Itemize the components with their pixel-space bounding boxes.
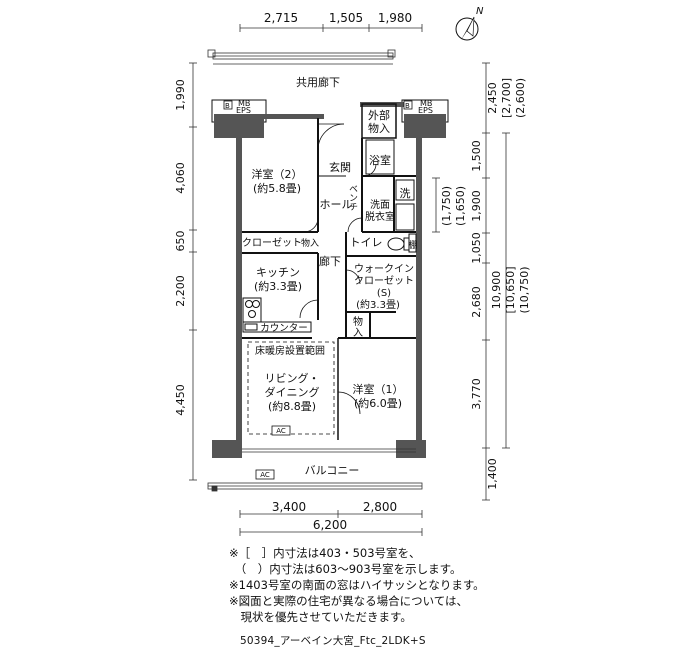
mb-eps-right: B MB EPS [403, 99, 433, 115]
right-dim-3: 1,900 [470, 190, 483, 222]
living-label-1: リビング・ [265, 371, 320, 385]
ac-label-1: AC [276, 427, 286, 435]
bottom-dim-2: 2,800 [363, 500, 397, 514]
wic-label-3: (S) [377, 288, 391, 299]
entrance-label: 玄関 [329, 160, 351, 174]
corridor2-label: 廊下 [319, 254, 341, 268]
toilet-label: トイレ [350, 236, 383, 249]
north-label: N [476, 6, 484, 17]
right-total: 10,900 [490, 271, 503, 310]
note-line-4: ※図面と実際の住宅が異なる場合については、 [229, 594, 469, 608]
top-dimension-line [239, 24, 423, 32]
bath-label: 浴室 [369, 153, 391, 167]
closet-label: クローゼット [242, 237, 302, 249]
ac-box-1 [271, 425, 291, 436]
top-dim-2: 1,505 [329, 11, 363, 25]
balcony [207, 448, 423, 492]
bottom-dim-1: 3,400 [272, 500, 306, 514]
bench-label: ベンチ [347, 184, 358, 211]
left-dim-5: 4,450 [174, 384, 187, 416]
wic-label-1: ウォークイン [354, 263, 414, 275]
storage-out-label-1: 外部 [368, 108, 390, 122]
washroom-label-1: 洗面 [370, 199, 390, 211]
storage-out-label-2: 物入 [368, 121, 390, 135]
note-line-2: （ ）内寸法は603～903号室を示します。 [229, 562, 462, 576]
left-dim-3: 650 [174, 231, 187, 252]
eps-right-label: EPS [418, 106, 433, 115]
outer-walls [211, 99, 449, 458]
bottom-total: 6,200 [313, 518, 347, 532]
ac-box-2 [255, 469, 275, 480]
right-dimension-line [432, 62, 510, 501]
corridor-railing [207, 49, 396, 65]
floor-heating-label: 床暖房設置範囲 [255, 344, 325, 357]
mb-right-label: MB [420, 99, 432, 108]
right-dim-4: 1,050 [470, 232, 483, 264]
living-size: (約8.8畳) [268, 399, 316, 413]
b-left-label: B [225, 102, 230, 110]
ac-label-2: AC [260, 471, 270, 479]
closet-storage-label: 物入 [301, 237, 319, 249]
top-dim-1: 2,715 [264, 11, 298, 25]
left-dim-4: 2,200 [174, 275, 187, 307]
right-dim-3b: (1,650) [454, 186, 467, 226]
kitchen-size: (約3.3畳) [254, 279, 302, 293]
wic-label-2: クローゼット [354, 275, 414, 287]
right-dim-3a: (1,750) [440, 186, 453, 226]
left-dim-2: 4,060 [174, 162, 187, 194]
wash-machine-label: 洗 [400, 187, 411, 200]
right-dim-1: 2,450 [486, 82, 499, 114]
b-right-label: B [405, 102, 410, 110]
floor-heating-area [247, 341, 335, 435]
right-total-a: [10,650] [504, 266, 517, 313]
mb-eps-left: B MB EPS [223, 99, 251, 115]
bath-fixtures [365, 139, 417, 253]
north-arrow-icon: N [455, 6, 484, 41]
western2-size: (約5.8畳) [253, 181, 301, 195]
right-dim-1a: [2,700] [500, 78, 513, 118]
right-dim-6: 3,770 [470, 378, 483, 410]
interior-walls [242, 118, 416, 440]
bottom-dimension-line [239, 510, 423, 536]
left-dim-1: 1,990 [174, 79, 187, 111]
storage-small-label-2: 入 [353, 328, 363, 339]
doors [299, 123, 377, 415]
kitchen-fixtures [242, 297, 312, 333]
wic-size: (約3.3畳) [356, 298, 400, 311]
eps-left-label: EPS [236, 106, 251, 115]
right-dim-2: 1,500 [470, 140, 483, 172]
washroom-label-2: 脱衣室 [365, 210, 395, 223]
corridor-label: 共用廊下 [296, 75, 340, 89]
western1-size: (約6.0畳) [354, 396, 402, 410]
plan-caption: 50394_アーベイン大宮_Ftc_2LDK+S [240, 635, 426, 647]
western2-label: 洋室（2） [252, 167, 303, 181]
mb-left-label: MB [238, 99, 250, 108]
note-line-1: ※［ ］内寸法は403・503号室を、 [229, 546, 421, 560]
counter-label: カウンター [260, 323, 308, 334]
western1-label: 洋室（1） [353, 382, 404, 396]
top-dim-3: 1,980 [378, 11, 412, 25]
note-line-5: 現状を優先させていただきます。 [229, 610, 412, 624]
shelf-label: 棚 [408, 239, 417, 251]
note-line-3: ※1403号室の南面の窓はハイサッシとなります。 [229, 578, 485, 592]
balcony-label: バルコニー [305, 464, 360, 477]
kitchen-label: キッチン [256, 266, 300, 279]
hall-label: ホール [320, 198, 353, 211]
left-dimension-line [189, 62, 197, 481]
storage-small-label-1: 物 [353, 315, 363, 328]
living-label-2: ダイニング [265, 385, 320, 399]
right-dim-7: 1,400 [486, 458, 499, 490]
right-total-b: (10,750) [518, 266, 531, 313]
right-dim-1b: (2,600) [514, 78, 527, 118]
right-dim-5: 2,680 [470, 286, 483, 318]
